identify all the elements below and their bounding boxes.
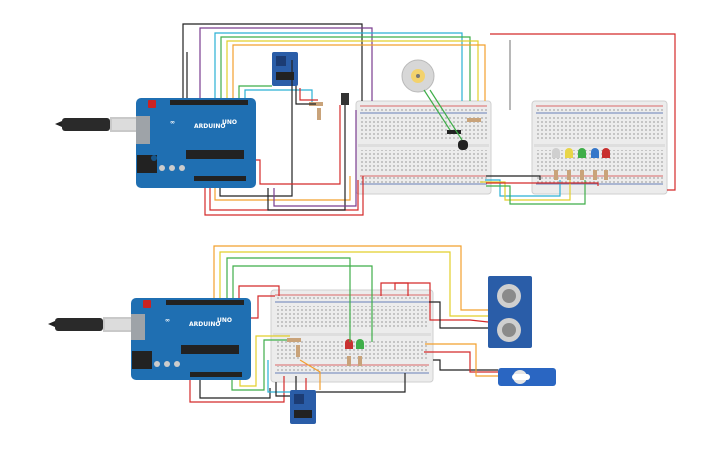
usb-cable-icon <box>48 317 139 332</box>
wires-bottom <box>189 245 498 403</box>
board-model-text: UNO <box>222 119 237 126</box>
resistor <box>467 118 481 122</box>
diode <box>447 130 461 134</box>
resistor <box>287 338 301 342</box>
esp8266-icon <box>290 390 316 424</box>
photoresistor-icon <box>341 93 349 105</box>
board-brand-text: ARDUINO <box>189 321 220 328</box>
breadboard-top-right <box>531 100 668 195</box>
board-brand-text: ARDUINO <box>194 123 225 130</box>
resistor <box>296 345 300 357</box>
top-circuit: ARDUINO UNO ∞ <box>55 23 676 216</box>
bottom-circuit: ARDUINO UNO ∞ <box>48 245 556 424</box>
led-group-bottom <box>345 339 364 366</box>
arduino-logo-icon: ∞ <box>170 119 175 126</box>
wires-top <box>182 23 676 216</box>
resistor <box>317 108 321 120</box>
usb-cable-icon <box>55 117 146 132</box>
transistor-icon <box>458 140 468 150</box>
led-group-top <box>552 148 610 180</box>
arduino-logo-icon: ∞ <box>165 317 170 324</box>
dc-motor-icon <box>401 59 435 93</box>
esp8266-icon <box>272 52 298 86</box>
arduino-uno-top: ARDUINO UNO ∞ <box>136 98 256 188</box>
breadboard-top-left <box>355 100 492 195</box>
ultrasonic-sensor-icon <box>488 276 532 348</box>
arduino-uno-bottom: ARDUINO UNO ∞ <box>131 298 251 380</box>
breadboard-bottom <box>270 289 434 383</box>
servo-motor-icon <box>498 368 556 386</box>
board-model-text: UNO <box>217 317 232 324</box>
